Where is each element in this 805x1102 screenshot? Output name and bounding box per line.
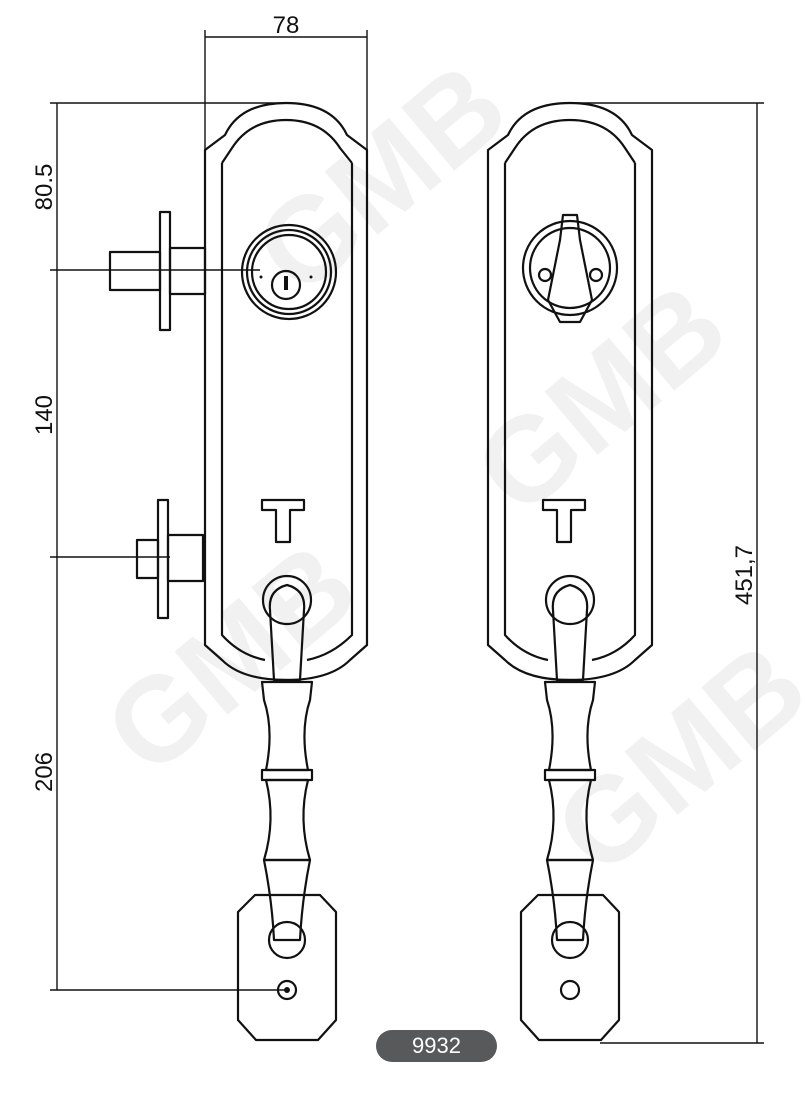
watermark-logo: GMB GMB GMB GMB (81, 37, 805, 900)
thumb-turn (521, 213, 619, 324)
dim-height-label: 451,7 (731, 545, 758, 605)
spring-latch (135, 498, 205, 620)
dim-top-label: 80.5 (31, 164, 58, 211)
privacy-turn-front (260, 498, 306, 544)
svg-text:GMB: GMB (231, 37, 532, 320)
svg-text:GMB: GMB (451, 257, 752, 540)
svg-text:GMB: GMB (81, 517, 382, 800)
svg-text:GMB: GMB (531, 617, 805, 900)
dim-bottom-label: 206 (31, 752, 58, 792)
front-escutcheon-plate (203, 101, 369, 682)
back-handle (519, 574, 621, 1042)
dim-width-label: 78 (273, 12, 300, 39)
key-cylinder (240, 223, 338, 321)
back-escutcheon-plate (486, 101, 654, 682)
front-handle (236, 574, 338, 1042)
dimension-lines (50, 30, 764, 1044)
dim-middle-label: 140 (31, 395, 58, 435)
deadbolt-latch (108, 210, 207, 332)
model-number-badge: 9932 (376, 1030, 497, 1062)
privacy-turn-back (541, 498, 587, 544)
